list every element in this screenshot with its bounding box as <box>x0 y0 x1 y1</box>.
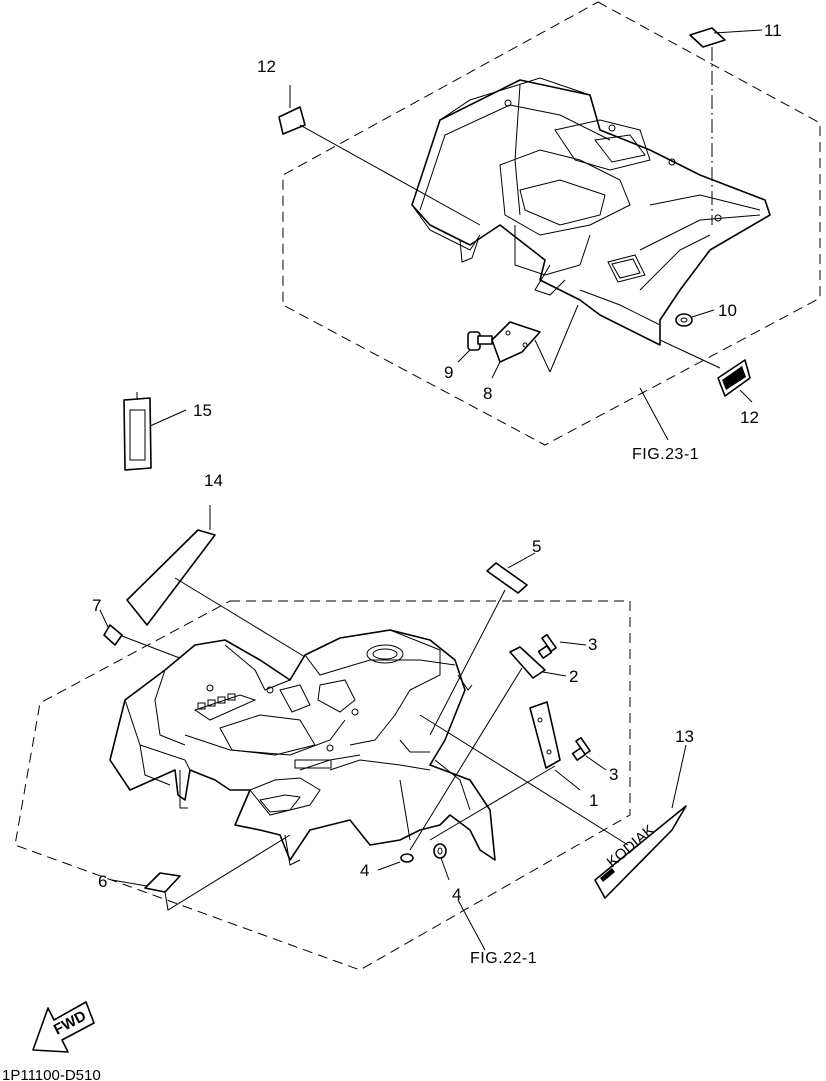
callout-4-left: 4 <box>360 861 369 880</box>
rear-fender <box>411 77 771 346</box>
callout-13: 13 <box>675 727 694 746</box>
part-9-bolt <box>457 331 493 363</box>
callout-10: 10 <box>718 301 737 320</box>
part-8-plate <box>491 304 579 379</box>
rear-fender-group: 11 12 10 9 8 12 FIG.23-1 <box>257 1 821 463</box>
part-1-panel <box>419 701 629 846</box>
callout-3-upper: 3 <box>588 635 597 654</box>
part-2-plate <box>409 646 567 851</box>
part-15-caution-label: 15 <box>123 392 212 471</box>
part-3-bolt-upper <box>537 633 587 659</box>
part-14-side-decal <box>126 505 311 661</box>
part-4-grommet-right <box>433 843 450 881</box>
fwd-arrow-icon: FWD <box>32 1001 95 1053</box>
callout-6: 6 <box>98 872 107 891</box>
callout-4-right: 4 <box>452 885 461 904</box>
part-5-sticker <box>429 552 536 736</box>
callout-8: 8 <box>483 384 492 403</box>
callout-2: 2 <box>569 667 578 686</box>
callout-12-upper: 12 <box>257 57 276 76</box>
front-fender <box>109 629 496 866</box>
callout-7: 7 <box>92 596 101 615</box>
callout-14: 14 <box>204 471 223 490</box>
front-fender-group: KODIAK 14 5 7 3 2 13 3 1 4 6 4 FIG.22-1 <box>14 471 694 971</box>
callout-5: 5 <box>532 537 541 556</box>
callout-9: 9 <box>444 363 453 382</box>
rear-group-boundary <box>282 1 821 446</box>
part-3-bolt-lower <box>571 736 607 771</box>
callout-11: 11 <box>764 21 782 40</box>
callout-15: 15 <box>193 401 212 420</box>
part-12-lower-decal <box>659 339 753 403</box>
part-11-label-sticker <box>689 27 763 225</box>
callout-12-lower: 12 <box>740 408 759 427</box>
part-12-upper-sticker <box>278 85 481 226</box>
part-10-grommet <box>675 309 715 327</box>
callout-1: 1 <box>589 791 598 810</box>
part-4-grommet-left <box>377 853 414 871</box>
front-group-boundary <box>14 600 631 971</box>
callout-3-lower: 3 <box>609 765 618 784</box>
part-6-sticker <box>111 834 291 911</box>
figure-ref-front: FIG.22-1 <box>470 950 537 967</box>
figure-ref-rear: FIG.23-1 <box>632 446 699 463</box>
drawing-code: 1P11100-D510 <box>2 1067 101 1081</box>
